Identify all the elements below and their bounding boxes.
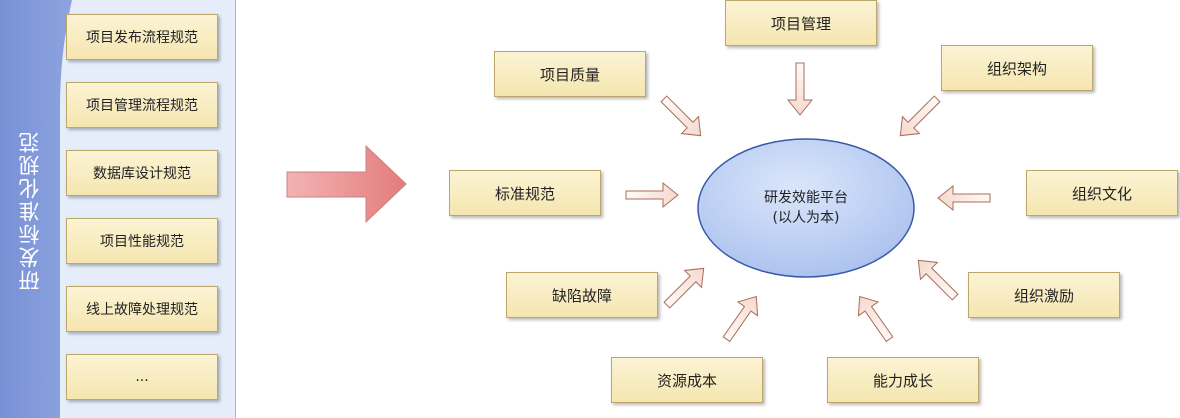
center-platform: 研发效能平台 (以人为本) xyxy=(698,139,914,277)
factor-resource-cost: 资源成本 xyxy=(611,357,763,403)
factor-project-management: 项目管理 xyxy=(725,0,877,46)
big-arrow-icon xyxy=(286,144,407,224)
arrow-icon xyxy=(899,95,941,137)
standards-panel: 研发标准化规范 项目发布流程规范 项目管理流程规范 数据库设计规范 项目性能规范… xyxy=(0,0,236,418)
arrow-icon xyxy=(857,295,894,343)
factor-capability-growth: 能力成长 xyxy=(827,357,979,403)
standard-item: 项目性能规范 xyxy=(66,218,218,264)
center-title: 研发效能平台 xyxy=(764,190,848,206)
standard-item: 线上故障处理规范 xyxy=(66,286,218,332)
factor-org-culture: 组织文化 xyxy=(1026,170,1178,216)
factor-standards: 标准规范 xyxy=(449,170,601,216)
arrow-icon xyxy=(786,62,814,116)
standard-item: 项目管理流程规范 xyxy=(66,82,218,128)
factor-org-structure: 组织架构 xyxy=(941,45,1093,91)
factor-project-quality: 项目质量 xyxy=(494,51,646,97)
arrow-icon xyxy=(917,259,959,301)
arrow-icon xyxy=(663,267,705,309)
center-subtitle: (以人为本) xyxy=(772,210,840,226)
arrow-icon xyxy=(937,184,991,212)
standard-item: ... xyxy=(66,354,218,400)
central-ellipse xyxy=(697,138,915,278)
arrow-icon xyxy=(660,95,702,137)
arrow-icon xyxy=(625,181,679,209)
factor-org-incentive: 组织激励 xyxy=(968,272,1120,318)
standard-item: 数据库设计规范 xyxy=(66,150,218,196)
arrow-icon xyxy=(722,295,759,343)
factor-defects: 缺陷故障 xyxy=(506,272,658,318)
standard-item: 项目发布流程规范 xyxy=(66,14,218,60)
